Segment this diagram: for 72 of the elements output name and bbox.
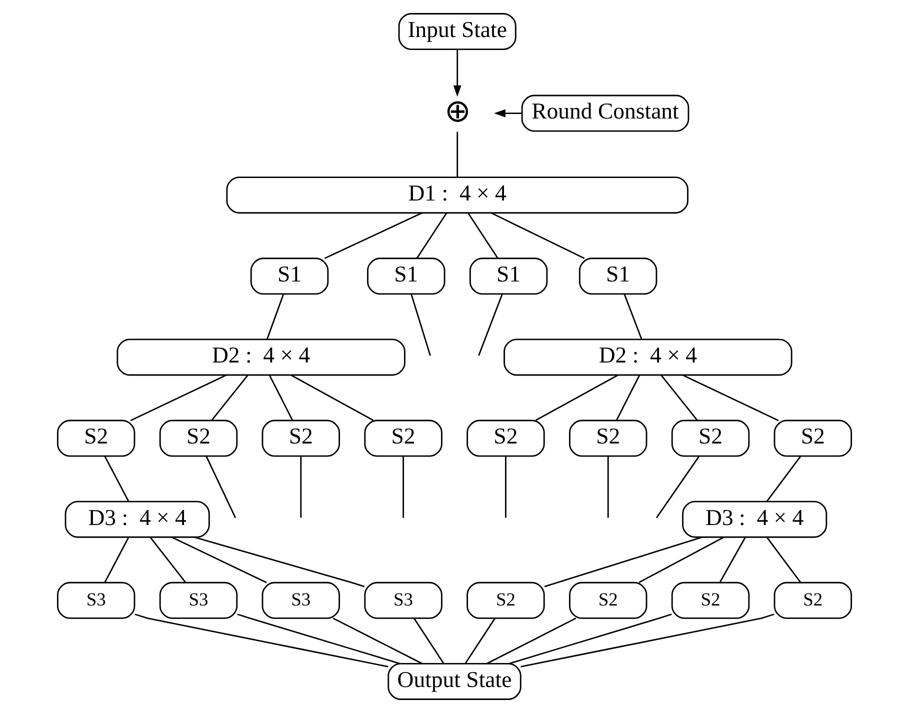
node-box: S1 — [469, 258, 548, 295]
connector — [416, 212, 448, 259]
connector — [206, 456, 236, 518]
node-box: S2 — [56, 420, 136, 457]
node-box: S2 — [774, 420, 852, 457]
connector — [656, 456, 700, 518]
node-text: ⊕ — [444, 93, 470, 128]
node-box: S1 — [367, 258, 446, 295]
node-box: S2 — [671, 582, 750, 619]
connector — [130, 374, 227, 422]
node-box: D3 : 4 × 4 — [64, 500, 210, 538]
connector — [464, 618, 496, 664]
connector — [520, 614, 774, 668]
node-box: S3 — [159, 582, 238, 619]
connector — [237, 614, 400, 664]
node-box: D3 : 4 × 4 — [682, 500, 828, 538]
connector — [486, 618, 576, 664]
node-box: Input State — [398, 13, 516, 50]
node-box: S3 — [56, 582, 136, 619]
connector — [410, 294, 431, 356]
connector — [766, 536, 802, 583]
connector — [324, 212, 422, 259]
arrow — [494, 109, 522, 118]
connector — [766, 456, 802, 502]
connector — [290, 374, 374, 421]
connector — [268, 374, 294, 421]
node-box: S2 — [262, 420, 340, 457]
node-box: D2 : 4 × 4 — [504, 338, 792, 376]
connector — [719, 537, 746, 583]
connector — [150, 536, 186, 583]
connector — [660, 374, 698, 421]
node-box: S2 — [364, 420, 442, 457]
connector — [171, 536, 267, 584]
node-box: Round Constant — [521, 94, 690, 132]
connector — [194, 536, 365, 588]
node-box: D1 : 4 × 4 — [226, 176, 688, 214]
connector — [508, 614, 672, 664]
connector — [505, 456, 506, 518]
node-box: S3 — [364, 582, 442, 619]
node-box: S2 — [569, 582, 648, 619]
node-box: S3 — [262, 582, 340, 619]
connector — [211, 374, 248, 421]
connector — [266, 294, 284, 340]
connector — [104, 456, 130, 502]
node-box: S2 — [466, 582, 545, 619]
connector — [468, 212, 498, 259]
connector — [402, 456, 404, 518]
connector — [544, 536, 702, 588]
connector — [490, 212, 585, 259]
connector — [624, 294, 642, 340]
node-box: S1 — [578, 258, 658, 295]
node-box: S2 — [159, 420, 238, 457]
node-box: S1 — [250, 258, 329, 295]
connector — [478, 294, 503, 356]
arrow — [453, 50, 462, 97]
connector — [616, 374, 640, 421]
connector — [607, 456, 609, 518]
node-box: Output State — [388, 663, 522, 700]
connector — [638, 536, 724, 584]
connector — [414, 618, 444, 664]
connector — [104, 537, 130, 583]
connector — [134, 614, 388, 668]
node-box: D2 : 4 × 4 — [116, 338, 406, 376]
connector — [300, 456, 302, 518]
connector — [332, 618, 423, 664]
connector — [456, 132, 458, 178]
connector — [682, 374, 779, 422]
node-box: S2 — [569, 420, 648, 457]
connector — [535, 374, 618, 421]
node-box: S2 — [774, 582, 852, 619]
node-box: S2 — [671, 420, 750, 457]
node-box: S2 — [466, 420, 545, 457]
